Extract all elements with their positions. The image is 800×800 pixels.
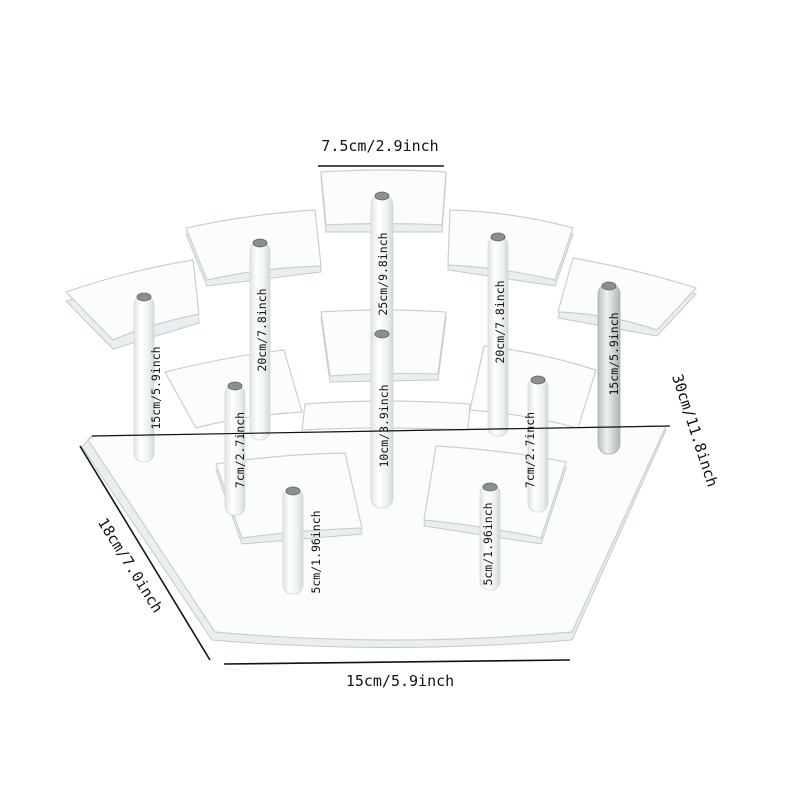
overall-width-line bbox=[91, 425, 671, 437]
rod-left-mid bbox=[224, 381, 246, 516]
rod-label-right-tall: 20cm/7.8inch bbox=[493, 280, 507, 363]
rod-left-short bbox=[282, 486, 304, 595]
rod-label-left-short: 5cm/1.96inch bbox=[309, 510, 323, 593]
rod-label-right-mid: 7cm/2.7inch bbox=[523, 412, 537, 488]
rod-label-center-mid: 10cm/3.9inch bbox=[377, 384, 391, 467]
top-width-label: 7.5cm/2.9inch bbox=[321, 137, 438, 155]
rod-label-far-right: 15cm/5.9inch bbox=[607, 312, 621, 395]
rod-center-mid bbox=[370, 329, 394, 509]
rod-right-tall bbox=[487, 232, 509, 437]
rod-far-right bbox=[597, 281, 621, 455]
rod-label-right-short: 5cm/1.96inch bbox=[481, 502, 495, 585]
rod-label-left-tall: 20cm/7.8inch bbox=[255, 288, 269, 371]
pad-right-tall bbox=[447, 209, 574, 287]
rod-label-left-mid: 7cm/2.7inch bbox=[233, 412, 247, 488]
rod-right-mid bbox=[527, 375, 549, 513]
rod-right-short bbox=[479, 482, 501, 591]
base-width-line bbox=[223, 659, 571, 665]
rod-left-tall bbox=[249, 238, 271, 441]
pad-far-right bbox=[557, 257, 698, 337]
pad-far-left bbox=[64, 259, 200, 350]
rod-far-left bbox=[133, 292, 155, 463]
overall-width-label: 30cm/11.8inch bbox=[668, 372, 721, 489]
rod-label-far-left: 15cm/5.9inch bbox=[149, 346, 163, 429]
base-width-label: 15cm/5.9inch bbox=[346, 672, 454, 690]
rod-label-center-tall: 25cm/9.8inch bbox=[376, 232, 390, 315]
depth-line bbox=[79, 445, 211, 661]
